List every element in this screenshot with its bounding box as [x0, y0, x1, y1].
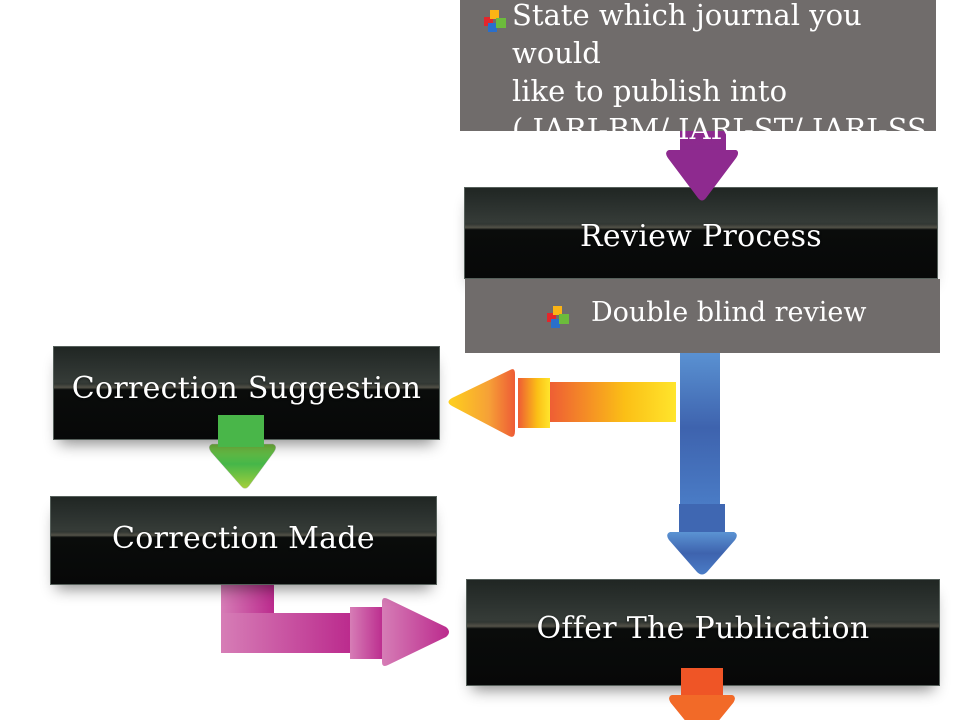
node-review-process: Review Process [464, 187, 938, 279]
colored-cubes-icon [547, 306, 569, 328]
journal-choice-line: State which journal you would [512, 0, 862, 70]
node-correction-made: Correction Made [50, 496, 437, 585]
arrow-review-to-suggestion [448, 369, 676, 437]
review-process-label: Review Process [580, 218, 822, 254]
node-review-detail: Double blind review [465, 279, 940, 353]
node-journal-choice: State which journal you would like to pu… [460, 0, 936, 184]
arrow-review-to-offer [667, 350, 737, 575]
offer-publication-label: Offer The Publication [536, 611, 870, 646]
correction-made-label: Correction Made [112, 521, 375, 556]
review-detail-label: Double blind review [591, 297, 867, 328]
colored-cubes-icon [484, 10, 506, 32]
node-correction-suggestion: Correction Suggestion [53, 346, 440, 440]
journal-choice-line: like to publish into [512, 74, 788, 108]
correction-suggestion-label: Correction Suggestion [71, 370, 422, 406]
arrow-made-to-offer [221, 585, 449, 666]
journal-choice-line: ( IARJ-BM/ IARJ-ST/ IARJ-SS ) [512, 112, 927, 184]
node-offer-publication: Offer The Publication [466, 579, 940, 686]
journal-choice-text: State which journal you would like to pu… [512, 0, 936, 186]
